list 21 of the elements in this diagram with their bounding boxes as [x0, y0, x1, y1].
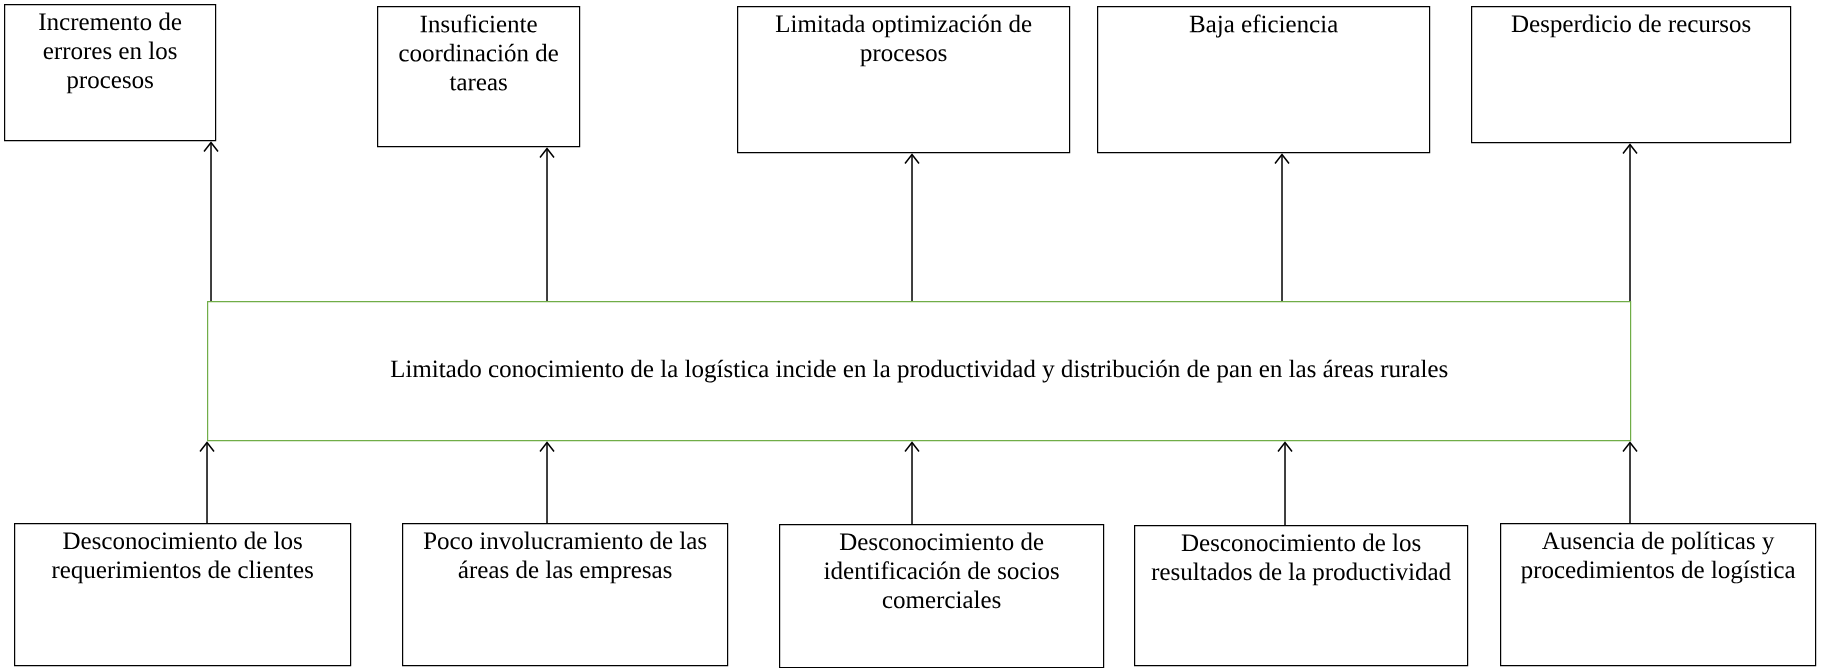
arrow: [199, 441, 215, 524]
arrow: [539, 147, 555, 302]
effect-box: Limitada optimización de procesos: [737, 6, 1071, 154]
arrow: [203, 141, 219, 302]
arrow: [1622, 441, 1638, 524]
effect-box: Baja eficiencia: [1097, 6, 1431, 154]
cause-box: Desconocimiento de los resultados de la productividad: [1134, 525, 1469, 667]
effect-box: Desperdicio de recursos: [1471, 6, 1792, 144]
arrow: [539, 441, 555, 524]
arrow: [1274, 153, 1290, 302]
arrow: [904, 441, 920, 525]
arrow: [904, 153, 920, 302]
cause-box: Poco involucramiento de las áreas de las empresas: [402, 523, 729, 667]
effect-box: Incremento de errores en los procesos: [4, 4, 217, 142]
arrow: [1622, 143, 1638, 302]
effect-box: Insuficiente coordinación de tareas: [377, 6, 581, 148]
cause-box: Desconocimiento de identificación de socios comerciales: [779, 524, 1105, 668]
problem-box: Limitado conocimiento de la logística incide en la productividad y distribución de pan en las áreas rurales: [207, 301, 1632, 442]
cause-box: Desconocimiento de los requerimientos de clientes: [14, 523, 352, 667]
arrow: [1277, 441, 1293, 526]
cause-box: Ausencia de políticas y procedimientos de logística: [1500, 523, 1817, 667]
